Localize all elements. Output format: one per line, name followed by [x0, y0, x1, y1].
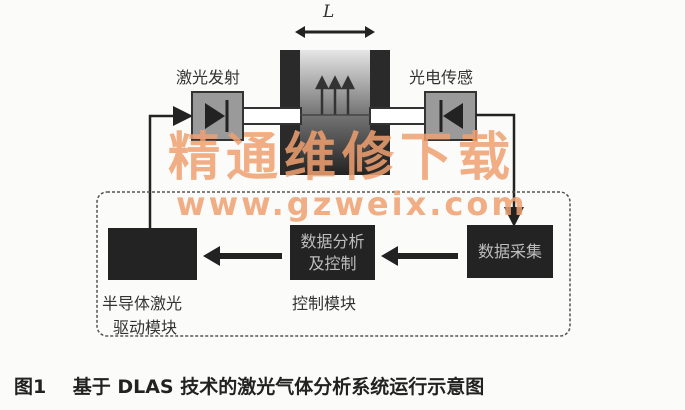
figure-caption: 图1 基于 DLAS 技术的激光气体分析系统运行示意图 — [14, 372, 484, 399]
photo-sensor — [424, 91, 477, 141]
caption-text: 基于 DLAS 技术的激光气体分析系统运行示意图 — [72, 376, 485, 398]
control-label: 控制模块 — [292, 294, 357, 313]
sensor-label: 光电传感 — [409, 68, 474, 87]
figure-number: 图1 — [14, 376, 47, 398]
control-system-boundary — [96, 191, 571, 337]
flow-arrows — [203, 246, 458, 266]
control-box-line1: 数据分析 — [300, 231, 365, 251]
laser-emitter — [191, 91, 244, 141]
driver-label-line2: 驱动模块 — [113, 318, 178, 337]
watermark-title: 精通维修下载 — [168, 128, 517, 188]
driver-box — [108, 228, 197, 280]
length-label: L — [323, 2, 335, 22]
acquisition-box: 数据采集 — [467, 225, 553, 278]
driver-label-line1: 半导体激光 — [102, 294, 183, 313]
emitter-label: 激光发射 — [176, 68, 241, 87]
laser-beam — [242, 107, 427, 125]
gas-cell — [280, 50, 390, 175]
control-box: 数据分析 及控制 — [290, 225, 375, 280]
control-box-line2: 及控制 — [308, 253, 357, 273]
length-arrow — [295, 26, 375, 38]
watermark-url: www.gzweix.com — [176, 185, 528, 223]
signal-wire — [476, 113, 524, 227]
